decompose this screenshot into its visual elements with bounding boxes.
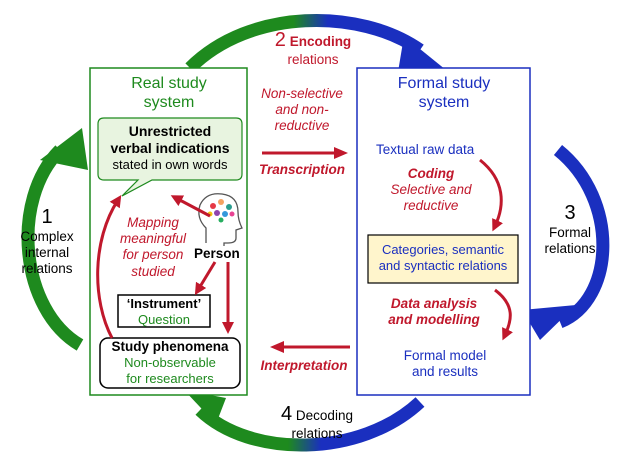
nonselective-text: Non-selective and non- reductive: [252, 86, 352, 135]
relation-1-line2: internal: [24, 245, 70, 261]
phenomena-box: [99, 337, 241, 389]
formal-relations-arc: [522, 144, 610, 340]
red-arrows-formal: [479, 158, 513, 341]
relation-2-number: 2: [274, 29, 286, 51]
coding-label: Coding: [407, 166, 455, 181]
bubble-text: Unrestricted verbal indications stated i…: [100, 123, 240, 172]
mapping-line2: meaningful: [119, 231, 187, 247]
nonselective-line3: reductive: [274, 118, 330, 134]
formal-system-title-line2: system: [418, 94, 470, 112]
real-system-title-line1: Real study: [131, 75, 207, 92]
bubble-line2: verbal indications: [110, 139, 230, 156]
analysis-text: Data analysis and modelling: [370, 296, 498, 328]
interpretation-label: Interpretation: [260, 358, 348, 373]
decoding-relations-arc: [184, 390, 425, 452]
instrument-box: [117, 294, 211, 328]
coding-desc-line2: reductive: [403, 198, 459, 214]
categories-box: [367, 234, 519, 284]
relation-4-label: 4 Decoding relations: [262, 402, 372, 442]
bubble-line1: Unrestricted: [128, 123, 212, 139]
relation-1-line1: Complex: [20, 229, 74, 244]
categories-line1: Categories, semantic: [381, 242, 505, 257]
relation-2-bold: Encoding: [289, 34, 352, 49]
model-line1: Formal model: [403, 348, 487, 363]
person-head-icon: [198, 193, 243, 246]
categories-line2: and syntactic relations: [378, 257, 508, 273]
relation-3-line1: Formal: [548, 225, 591, 240]
model-text: Formal model and results: [380, 348, 510, 380]
real-system-title-line2: system: [143, 94, 195, 112]
instrument-title: ‘Instrument’: [126, 296, 202, 311]
relation-4-number: 4: [281, 403, 293, 425]
coding-text: Coding Selective and reductive: [372, 166, 490, 215]
real-system-title: Real study system: [110, 74, 228, 112]
raw-data-label: Textual raw data: [376, 142, 475, 157]
relation-4-line2: relations: [291, 426, 343, 441]
transcription-label: Transcription: [258, 162, 346, 177]
mapping-line1: Mapping: [127, 215, 179, 230]
person-label: Person: [194, 246, 240, 261]
nonselective-line1: Non-selective: [261, 86, 343, 101]
relation-1-label: 1 Complex internal relations: [14, 205, 80, 278]
analysis-line1: Data analysis: [390, 296, 478, 311]
internal-relations-arc: [21, 128, 88, 351]
analysis-line2: and modelling: [388, 312, 480, 328]
relation-3-label: 3 Formal relations: [538, 201, 602, 257]
red-arrows-real: [96, 194, 234, 339]
formal-system-box: [356, 67, 531, 396]
coding-desc-line1: Selective and: [390, 182, 472, 198]
formal-system-title: Formal study system: [370, 74, 518, 112]
categories-text: Categories, semantic and syntactic relat…: [368, 242, 518, 273]
encoding-relations-arc: [185, 13, 446, 73]
formal-system-title-line1: Formal study: [397, 75, 491, 92]
phenomena-text: Study phenomena Non-observable for resea…: [100, 339, 240, 386]
speech-bubble: [97, 117, 243, 197]
relation-1-line3: relations: [21, 261, 73, 277]
phenomena-title: Study phenomena: [111, 339, 229, 354]
phenomena-line2: Non-observable: [124, 355, 216, 371]
relation-2-line2: relations: [287, 52, 339, 67]
phenomena-line3: for researchers: [126, 370, 214, 386]
interpretation-arrow: [270, 341, 350, 353]
relation-2-label: 2 Encoding relations: [258, 28, 368, 68]
relation-3-number: 3: [564, 202, 576, 224]
model-line2: and results: [411, 364, 479, 380]
relation-1-number: 1: [41, 206, 53, 228]
instrument-question: Question: [137, 311, 191, 327]
mapping-line3: for person: [122, 247, 184, 263]
bubble-line3: stated in own words: [112, 156, 228, 172]
mapping-text: Mapping meaningful for person studied: [112, 215, 194, 280]
transcription-arrow: [262, 147, 348, 159]
instrument-text: ‘Instrument’ Question: [118, 296, 210, 327]
nonselective-line2: and non-: [275, 102, 329, 118]
relation-3-line2: relations: [544, 241, 596, 257]
mapping-line4: studied: [131, 263, 175, 279]
relation-4-word: Decoding: [295, 408, 353, 423]
